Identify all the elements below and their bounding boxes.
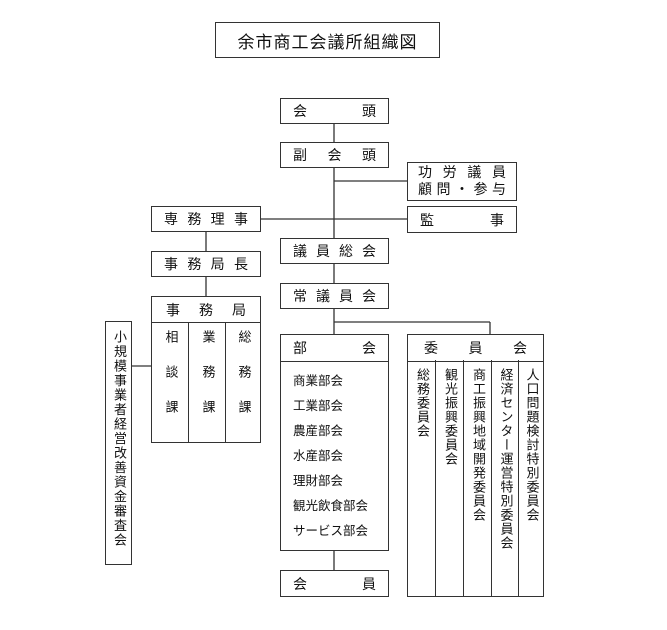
label: 総 — [339, 244, 353, 260]
label: 事 — [164, 257, 178, 273]
label: 顧 — [418, 182, 432, 198]
label: 会 — [513, 341, 527, 357]
label: 事 — [233, 212, 248, 228]
label: 局 — [232, 302, 246, 319]
label: 参 — [473, 182, 488, 198]
label: 頭 — [362, 148, 376, 164]
label: 務 — [187, 212, 202, 228]
label: 会 — [327, 148, 342, 164]
division-item: サービス部会 — [293, 523, 369, 538]
committee-item: 総務委員会 — [414, 368, 429, 438]
division-item: 観光飲食部会 — [293, 498, 369, 513]
node-secretariat: 事 務 局 相談課 業務課 総務課 — [151, 296, 261, 443]
node-secretary-general: 事務局長 — [151, 251, 261, 277]
label: 小規模事業者経営改善資金審査会 — [111, 330, 126, 548]
node-advisors: 功労議員 顧問・参与 — [407, 162, 517, 201]
label: 会 — [293, 104, 307, 120]
label: 専 — [164, 212, 178, 228]
label: 務 — [199, 302, 213, 319]
label: 会 — [362, 289, 376, 305]
label: 与 — [492, 182, 506, 198]
label: 事 — [490, 212, 504, 229]
node-chairman: 会頭 — [280, 98, 389, 124]
committee-item: 経済センター運営特別委員会 — [497, 368, 513, 550]
division-item: 水産部会 — [293, 448, 344, 463]
label: 副 — [293, 148, 307, 164]
label: 委 — [424, 341, 438, 357]
label: 議 — [467, 165, 482, 181]
node-divisions: 部 会 商業部会 工業部会 農産部会 水産部会 理財部会 観光飲食部会 サービス部… — [280, 334, 389, 551]
node-managing-director: 専務理事 — [151, 206, 261, 232]
section-general-affairs: 総務課 — [235, 330, 251, 435]
label: 員 — [362, 576, 376, 593]
node-committees: 委 員 会 総務委員会 観光振興委員会 商工振興地域開発委員会 経済センター運営特別… — [407, 334, 544, 597]
section-consultation: 相談課 — [162, 330, 178, 435]
node-general-assembly: 議員総会 — [280, 238, 389, 264]
label: ・ — [455, 182, 469, 198]
label: 監 — [420, 212, 434, 229]
label: 会 — [293, 576, 307, 593]
committee-item: 人口問題検討特別委員会 — [523, 368, 539, 522]
label: 会 — [362, 341, 376, 357]
node-vice-chairman: 副会頭 — [280, 142, 389, 168]
label: 会 — [362, 244, 376, 260]
label: 頭 — [362, 104, 376, 120]
label: 務 — [187, 257, 202, 273]
label: 員 — [468, 341, 483, 357]
label: 議 — [293, 244, 307, 260]
chart-title: 余市商工会議所組織図 — [215, 22, 440, 58]
label: 員 — [316, 244, 330, 260]
division-item: 農産部会 — [293, 423, 344, 438]
label: 常 — [293, 289, 307, 305]
division-item: 工業部会 — [293, 398, 344, 413]
node-members: 会員 — [280, 570, 389, 597]
node-auditor: 監事 — [407, 206, 517, 233]
division-item: 理財部会 — [293, 473, 344, 488]
section-operations: 業務課 — [199, 330, 215, 435]
label: 問 — [436, 182, 451, 198]
label: 事 — [166, 302, 180, 319]
label: 議 — [316, 289, 330, 305]
label: 員 — [339, 289, 353, 305]
label: 部 — [293, 341, 307, 357]
node-standing-council: 常議員会 — [280, 283, 389, 309]
label: 長 — [233, 257, 248, 273]
committee-item: 観光振興委員会 — [442, 368, 457, 466]
label: 局 — [210, 257, 225, 273]
committee-item: 商工振興地域開発委員会 — [470, 368, 485, 522]
label: 理 — [210, 212, 225, 228]
node-small-business-committee: 小規模事業者経営改善資金審査会 — [105, 321, 132, 565]
division-item: 商業部会 — [293, 373, 344, 388]
label: 員 — [491, 165, 506, 181]
label: 労 — [442, 165, 457, 181]
label: 功 — [418, 165, 432, 181]
